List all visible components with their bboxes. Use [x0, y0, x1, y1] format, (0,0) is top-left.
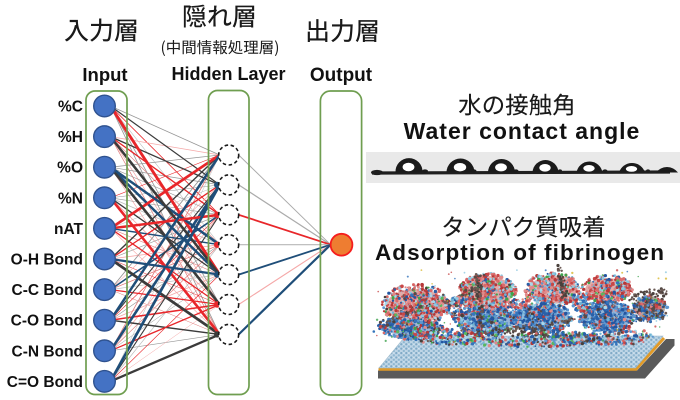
- svg-text:C-O Bond: C-O Bond: [11, 313, 83, 330]
- svg-text:Output: Output: [310, 65, 373, 86]
- svg-text:C-C Bond: C-C Bond: [12, 282, 83, 299]
- svg-text:Input: Input: [82, 64, 127, 85]
- svg-text:%H: %H: [58, 129, 83, 146]
- svg-text:%N: %N: [58, 190, 83, 207]
- svg-text:C=O Bond: C=O Bond: [7, 374, 83, 391]
- svg-text:%O: %O: [57, 160, 83, 177]
- svg-text:O-H Bond: O-H Bond: [11, 252, 83, 269]
- svg-text:C-N Bond: C-N Bond: [12, 343, 83, 360]
- svg-text:%C: %C: [58, 99, 83, 116]
- svg-text:nAT: nAT: [54, 221, 84, 238]
- svg-text:Hidden Layer: Hidden Layer: [171, 64, 285, 84]
- svg-text:Water contact angle: Water contact angle: [404, 118, 641, 144]
- svg-text:Adsorption of fibrinogen: Adsorption of fibrinogen: [375, 240, 665, 265]
